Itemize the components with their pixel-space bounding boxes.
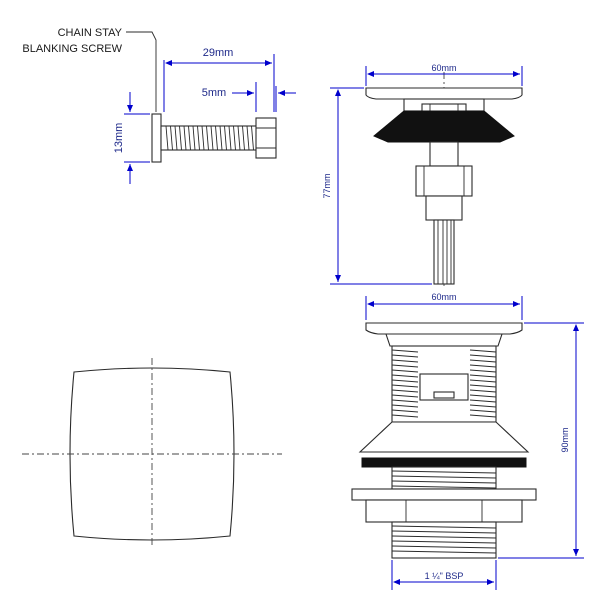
body-threads: [391, 349, 497, 418]
tail-thread-line: [391, 545, 497, 549]
body-thread-line: [469, 409, 497, 413]
screw-thread-line: [237, 125, 241, 151]
screw-thread-line: [183, 125, 187, 151]
screw-thread-line: [224, 125, 227, 151]
rubber-washer: [361, 457, 527, 468]
screw-thread-line: [192, 125, 196, 151]
lower-thread-line: [391, 475, 497, 479]
cap-assembly: 60mm 77mm: [322, 63, 523, 286]
body-thread-line: [391, 414, 419, 418]
blanking-screw: CHAIN STAY BLANKING SCREW 29mm 5mm 13mm: [22, 27, 296, 184]
screw-thread-line: [215, 125, 218, 151]
tail-thread-line: [391, 525, 497, 529]
body-thread-line: [469, 384, 497, 388]
body-flange: [365, 322, 523, 335]
screw-thread-line: [219, 125, 223, 151]
screw-thread-line: [174, 125, 178, 151]
body-thread-line: [469, 414, 497, 418]
tail-thread-line: [391, 550, 497, 554]
body-thread-line: [469, 394, 497, 398]
body-thread-line: [391, 404, 419, 408]
screw-thread-line: [206, 125, 209, 151]
body-thread-line: [391, 389, 419, 393]
body-thread-line: [469, 379, 497, 383]
body-thread-line: [391, 364, 419, 368]
backnut: [365, 499, 523, 523]
dim-label-bsp: 1 ¼" BSP: [425, 571, 464, 581]
body-thread-line: [391, 399, 419, 403]
screw-thread-line: [228, 125, 232, 151]
body-thread-line: [391, 374, 419, 378]
dim-label-cap-60mm: 60mm: [431, 63, 456, 73]
hex-nut: [255, 117, 277, 159]
body-thread-line: [391, 359, 419, 363]
body-thread-line: [469, 389, 497, 393]
waste-body: 60mm 90mm 1 ¼" BSP: [351, 292, 584, 590]
cap-seal: [373, 110, 515, 143]
cap-top: [365, 87, 523, 100]
tail-threads: [391, 525, 497, 554]
screw-leader-line: [126, 31, 157, 112]
screw-thread-line: [165, 125, 169, 151]
screw-thread-line: [242, 125, 245, 151]
body-thread-line: [391, 369, 419, 373]
body-cone: [358, 421, 530, 453]
screw-thread-line: [233, 125, 236, 151]
tail-thread-line: [391, 530, 497, 534]
dim-label-cap-77mm: 77mm: [322, 173, 332, 198]
blanking-screw-label: BLANKING SCREW: [22, 43, 122, 55]
body-thread-line: [469, 359, 497, 363]
dim-label-13mm: 13mm: [113, 123, 125, 154]
body-thread-line: [391, 379, 419, 383]
lower-threads: [391, 470, 497, 489]
body-thread-line: [469, 399, 497, 403]
screw-thread-line: [197, 125, 200, 151]
screw-thread-line: [246, 125, 250, 151]
body-thread-line: [469, 349, 497, 353]
cap-stem: [433, 219, 455, 285]
cap-shaft-upper: [429, 141, 459, 167]
body-thread-line: [469, 354, 497, 358]
body-collar: [385, 333, 503, 347]
screw-thread-line: [188, 125, 191, 151]
body-thread-line: [469, 404, 497, 408]
body-thread-line: [391, 384, 419, 388]
cap-clip: [415, 165, 473, 197]
chain-stay-label: CHAIN STAY: [58, 27, 123, 39]
body-thread-line: [391, 349, 419, 353]
tail-thread-line: [391, 540, 497, 544]
dim-label-29mm: 29mm: [203, 47, 234, 59]
cap-plan-view: [22, 358, 282, 548]
dim-label-body-60mm: 60mm: [431, 292, 456, 302]
lower-thread-line: [391, 485, 497, 489]
overflow-slot-inner: [433, 391, 455, 399]
screw-head-plate: [151, 113, 162, 163]
body-thread-line: [469, 374, 497, 378]
body-thread-line: [469, 364, 497, 368]
body-thread-line: [391, 354, 419, 358]
dim-label-5mm: 5mm: [202, 87, 226, 99]
cap-clip-lower: [425, 195, 463, 221]
lower-thread-line: [391, 480, 497, 484]
body-thread-line: [391, 409, 419, 413]
screw-thread-line: [179, 125, 182, 151]
screw-thread-line: [201, 125, 205, 151]
dim-label-body-90mm: 90mm: [560, 427, 570, 452]
tail-thread-line: [391, 535, 497, 539]
screw-thread-line: [251, 125, 254, 151]
screw-thread-line: [210, 125, 214, 151]
body-thread-line: [469, 369, 497, 373]
backnut-flange: [351, 488, 537, 501]
lower-thread-line: [391, 470, 497, 474]
screw-thread-line: [170, 125, 173, 151]
body-thread-line: [391, 394, 419, 398]
screw-threads: [165, 125, 254, 151]
